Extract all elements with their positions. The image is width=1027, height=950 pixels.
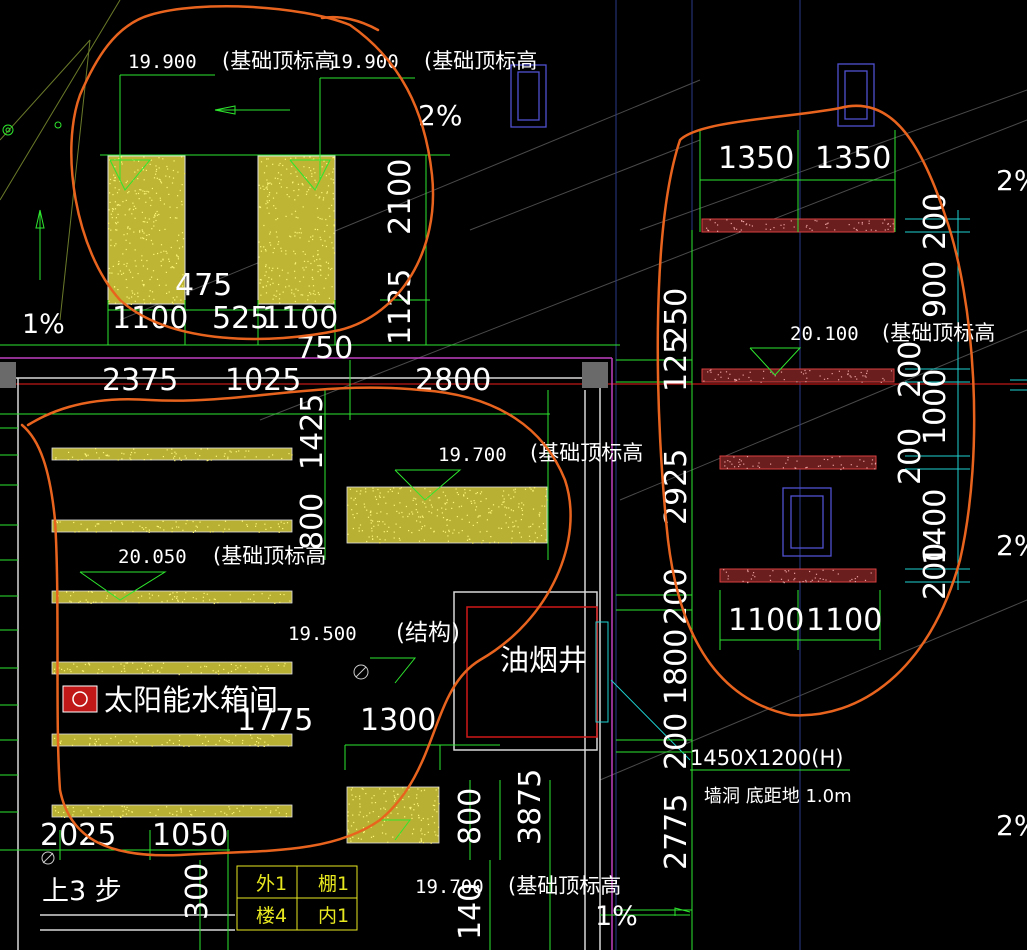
dim-200c: 200: [893, 428, 928, 485]
dim-140: 140: [453, 883, 488, 940]
background-hatch-lines: [119, 79, 1027, 781]
dim-250: 250: [659, 288, 694, 345]
note-foundation-5: (基础顶标高: [213, 544, 326, 568]
table-cell-3: 楼4: [256, 905, 287, 927]
elev-4: 19.700: [438, 444, 507, 466]
elev-2: 19.900: [330, 51, 399, 73]
notes: (基础顶标高 (基础顶标高 (基础顶标高 (基础顶标高 (基础顶标高 (基础顶标…: [22, 49, 1027, 932]
foundation-strips-right: [701, 218, 895, 583]
dim-2775: 2775: [659, 794, 694, 870]
dim-300: 300: [180, 863, 215, 920]
elevation-markers: [35, 105, 802, 916]
slope-guides: [0, 0, 121, 321]
dim-2800: 2800: [415, 363, 491, 398]
dim-125: 125: [659, 335, 694, 392]
dim-1100d: 1100: [806, 603, 882, 638]
shaft-label: 油烟井: [500, 643, 587, 677]
slope-2: 2%: [996, 164, 1027, 197]
dim-2375: 2375: [102, 363, 178, 398]
slope-4: 2%: [996, 809, 1027, 842]
room-label: 太阳能水箱间: [104, 683, 278, 717]
material-table: [236, 865, 358, 931]
note-foundation-6: (基础顶标高: [508, 874, 621, 898]
dim-1000: 1000: [918, 369, 953, 445]
table-cell-4: 内1: [318, 905, 349, 927]
dim-475: 475: [175, 268, 232, 303]
dim-2025: 2025: [40, 818, 116, 853]
dim-1425: 1425: [295, 394, 330, 470]
dim-3875: 3875: [513, 769, 548, 845]
annotation-circle-right: [656, 104, 976, 717]
cyan-dimensions: [905, 210, 1027, 590]
building-outline: [0, 357, 613, 950]
dim-1300: 1300: [360, 703, 436, 738]
note-structure: (结构): [396, 620, 460, 646]
dimension-lines: [0, 74, 896, 950]
note-foundation-2: (基础顶标高: [424, 49, 537, 73]
dim-1100c: 1100: [728, 603, 804, 638]
dim-1400: 1400: [918, 489, 953, 565]
dim-1350b: 1350: [815, 141, 891, 176]
dim-1100b: 1100: [262, 301, 338, 336]
markers: [2, 121, 62, 136]
dim-2100: 2100: [383, 159, 418, 235]
vertical-dimension-numbers: 2100 1125 200 900 250 125 200 1000 200 2…: [180, 159, 953, 940]
annotation-circle-left: [20, 386, 572, 857]
dim-200b: 200: [893, 341, 928, 398]
annotation-tail: [320, 15, 380, 32]
wall-opening-note: 墙洞 底距地 1.0m: [704, 786, 852, 807]
elev-5: 20.050: [118, 546, 187, 568]
slope-low-1: 1%: [22, 309, 65, 340]
dim-525: 525: [212, 301, 269, 336]
dim-900: 900: [918, 261, 953, 318]
slope-3: 2%: [996, 529, 1027, 562]
dim-200d: 200: [918, 543, 953, 600]
steps-label: 上3 步: [42, 876, 122, 907]
hand-drawn-circles: [20, 5, 976, 857]
elevation-labels: 19.900 19.900 20.100 19.700 20.050 19.50…: [118, 51, 859, 898]
dim-200e: 200: [659, 568, 694, 625]
drain-markers: [41, 664, 369, 865]
annotation-circle-top-left: [70, 5, 435, 341]
note-foundation-4: (基础顶标高: [530, 441, 643, 465]
table-cell-1: 外1: [256, 873, 287, 895]
oil-shaft: [466, 606, 691, 761]
vent-boxes: [510, 63, 875, 557]
column-blocks: [0, 362, 608, 388]
elev-6: 19.500: [288, 623, 357, 645]
dim-200f: 200: [659, 713, 694, 770]
dot-speckles: [53, 156, 896, 844]
note-foundation-1: (基础顶标高: [222, 49, 335, 73]
dim-800a: 800: [295, 493, 330, 550]
dim-1350a: 1350: [718, 141, 794, 176]
walls: [0, 377, 601, 950]
note-foundation-3: (基础顶标高: [882, 321, 995, 345]
dim-800b: 800: [453, 788, 488, 845]
slope-low-2: 1%: [595, 901, 638, 932]
dim-1775: 1775: [237, 703, 313, 738]
dim-1800: 1800: [659, 629, 694, 705]
elev-3: 20.100: [790, 323, 859, 345]
dim-1125: 1125: [383, 269, 418, 345]
slope-1: 2%: [418, 99, 462, 132]
dim-1050: 1050: [152, 818, 228, 853]
table-cell-2: 棚1: [318, 873, 349, 895]
elev-7: 19.700: [415, 876, 484, 898]
wall-opening-size: 1450X1200(H): [690, 746, 843, 770]
room-icon: [62, 685, 98, 713]
elev-1: 19.900: [128, 51, 197, 73]
